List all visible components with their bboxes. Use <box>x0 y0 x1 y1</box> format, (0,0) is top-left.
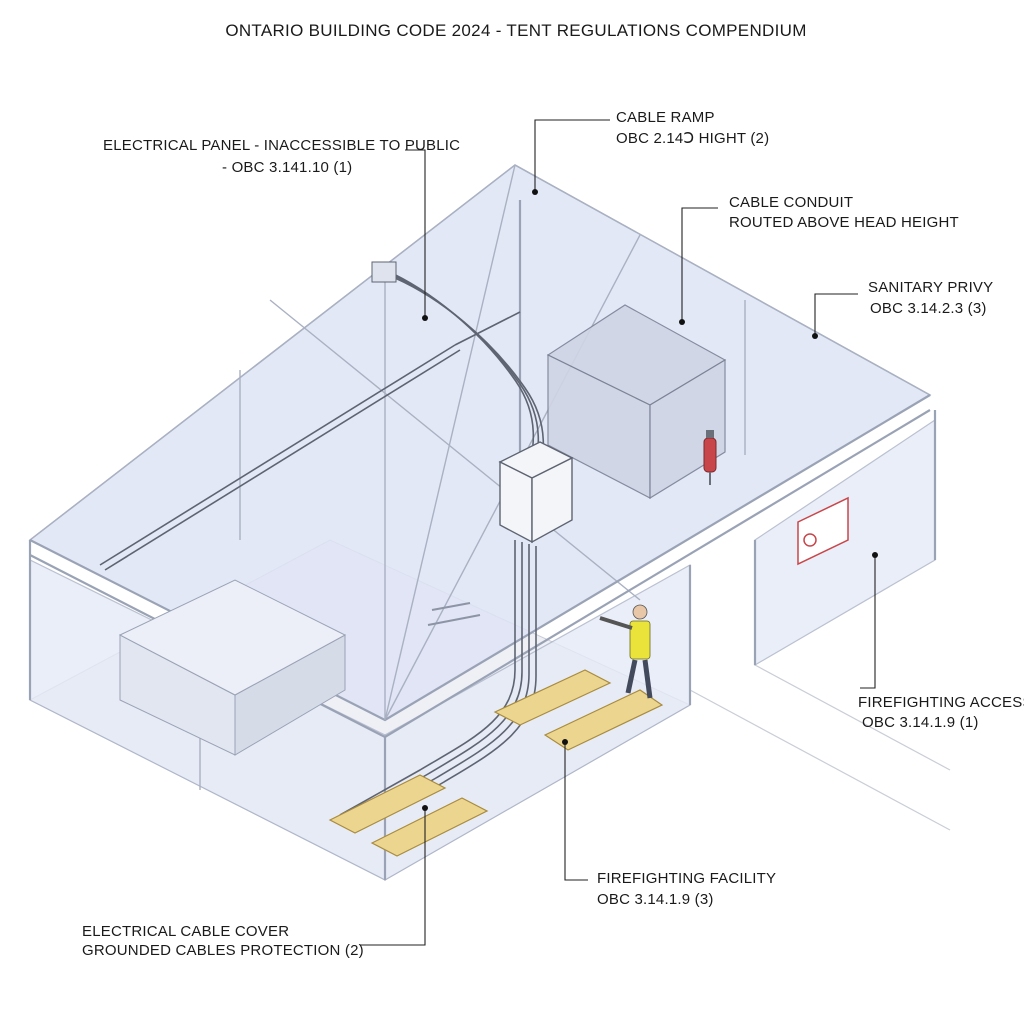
cable-conduit-note: ROUTED ABOVE HEAD HEIGHT <box>729 214 959 231</box>
no-smoking-sign <box>797 496 849 566</box>
cable-ramp-label: CABLE RAMP <box>616 109 715 126</box>
fire-extinguisher-icon <box>703 430 717 485</box>
firefighting-facility-label: FIREFIGHTING FACILITY <box>597 870 776 887</box>
callout-sanitary-privy: SANITARY PRIVY OBC 3.14.2.3 (3) <box>868 279 993 317</box>
counter <box>118 579 347 756</box>
electrical-panel-label: ELECTRICAL PANEL - INACCESSIBLE TO PUBLI… <box>103 137 460 154</box>
callout-electrical-panel: ELECTRICAL PANEL - INACCESSIBLE TO PUBLI… <box>103 137 460 176</box>
callout-cable-cover: ELECTRICAL CABLE COVER GROUNDED CABLES P… <box>82 923 364 959</box>
callout-firefighting-facility: FIREFIGHTING FACILITY OBC 3.14.1.9 (3) <box>597 870 776 908</box>
callout-cable-ramp: CABLE RAMP OBC 2.14Ↄ HIGHT (2) <box>616 109 769 147</box>
bench <box>427 602 481 626</box>
firefighting-facility-code: OBC 3.14.1.9 (3) <box>597 891 714 908</box>
leader-lines <box>360 119 878 946</box>
sanitary-privy-code: OBC 3.14.2.3 (3) <box>870 300 987 317</box>
floor-cables <box>339 540 537 829</box>
cable-conduit-label: CABLE CONDUIT <box>729 194 853 211</box>
cable-ramps <box>328 669 664 857</box>
cable-cover-label: ELECTRICAL CABLE COVER <box>82 923 289 940</box>
cable-ramp-code: OBC 2.14Ↄ HIGHT (2) <box>616 130 769 147</box>
callout-cable-conduit: CABLE CONDUIT ROUTED ABOVE HEAD HEIGHT <box>729 194 959 231</box>
electrical-panel-code: - OBC 3.141.10 (1) <box>222 159 352 176</box>
cable-cover-note: GROUNDED CABLES PROTECTION (2) <box>82 942 364 959</box>
access-lane <box>689 664 951 831</box>
firefighting-access-code: OBC 3.14.1.9 (1) <box>862 714 979 731</box>
worker-figure <box>599 604 653 699</box>
electrical-panel <box>498 441 574 544</box>
diagram-title: ONTARIO BUILDING CODE 2024 - TENT REGULA… <box>225 21 806 40</box>
callout-firefighting-access: FIREFIGHTING ACCESS OBC 3.14.1.9 (1) <box>858 694 1024 731</box>
tent-frame <box>28 200 937 880</box>
firefighting-access-label: FIREFIGHTING ACCESS <box>858 694 1024 711</box>
sanitary-privy-label: SANITARY PRIVY <box>868 279 993 296</box>
